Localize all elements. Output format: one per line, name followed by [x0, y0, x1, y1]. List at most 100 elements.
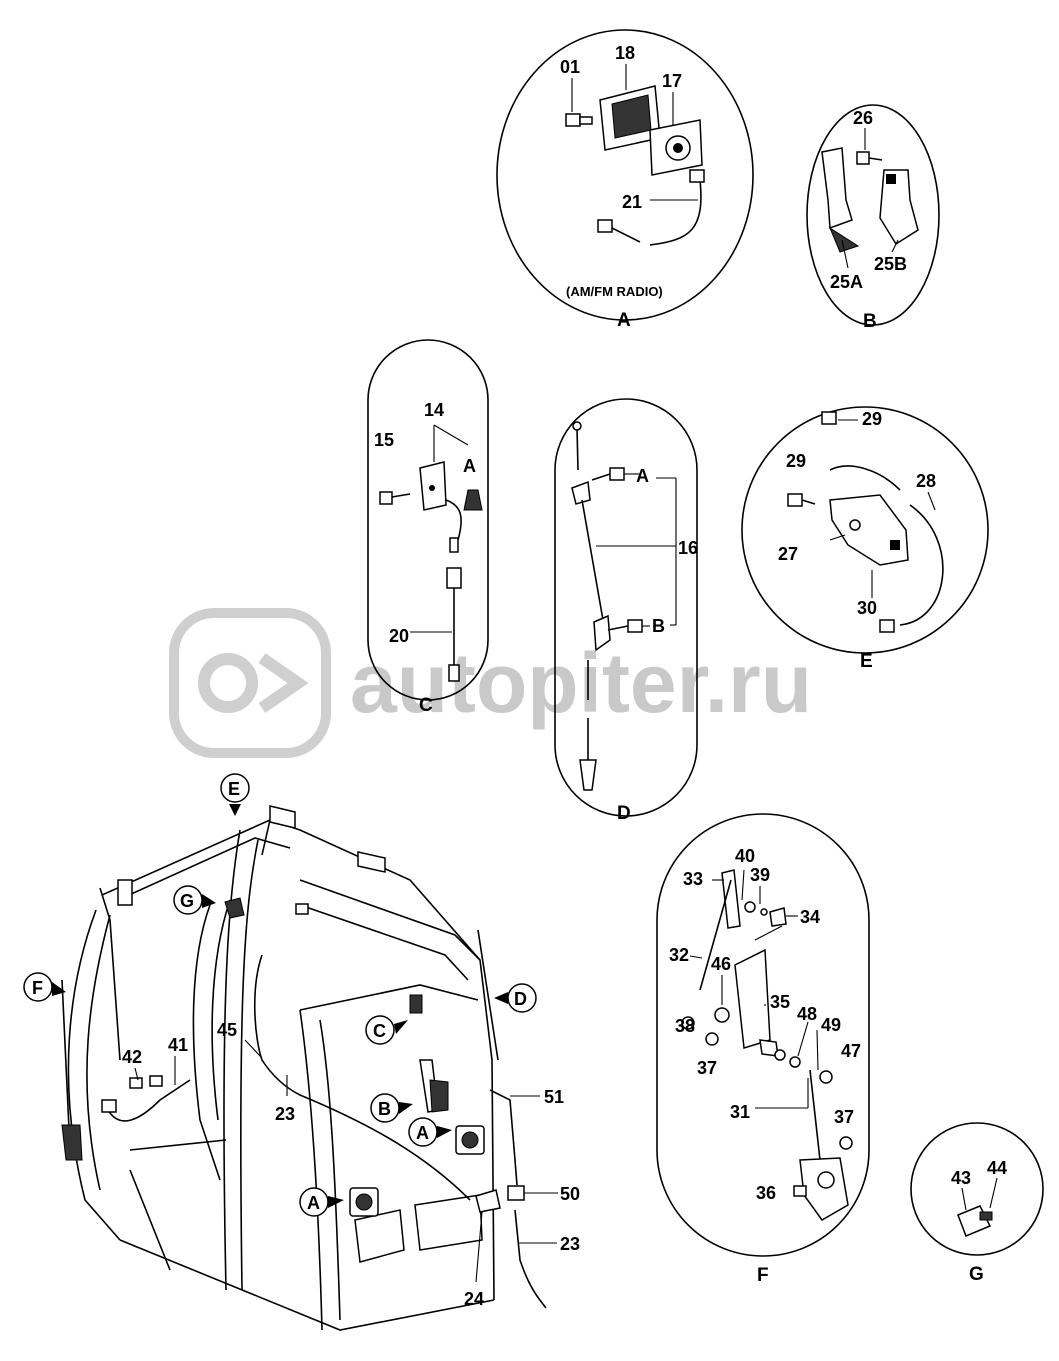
- svg-text:F: F: [32, 978, 43, 998]
- harness-wire: [107, 1079, 191, 1122]
- detail-d: A 16 B D: [554, 398, 698, 824]
- detail-b-outline: [806, 104, 940, 326]
- washer-hose: [489, 1089, 518, 1186]
- part-number: 15: [374, 430, 394, 450]
- part-number: 27: [778, 544, 798, 564]
- part-number: 26: [853, 108, 873, 128]
- cap-icon: [769, 907, 787, 927]
- connector-icon: [149, 1075, 163, 1087]
- part-number: 41: [168, 1035, 188, 1055]
- watermark-logo-arrow: [258, 653, 309, 713]
- part-number: 28: [916, 471, 936, 491]
- watermark-text: autopiter.ru: [350, 636, 812, 730]
- joint-icon: [507, 1185, 525, 1201]
- part-number: 21: [622, 192, 642, 212]
- part-number: 20: [389, 626, 409, 646]
- part-number: 14: [424, 400, 444, 420]
- cover-icon: [734, 948, 771, 1049]
- part-number: 30: [857, 598, 877, 618]
- svg-text:A: A: [307, 1193, 320, 1213]
- part-number: 18: [615, 43, 635, 63]
- part-number: 45: [217, 1020, 237, 1040]
- speaker-icon: [455, 1125, 485, 1155]
- connector-icon: [689, 169, 705, 183]
- nut-icon: [819, 1070, 833, 1084]
- part-number: 24: [464, 1289, 484, 1309]
- callout-b: B: [370, 1093, 413, 1123]
- detail-e-outline: [741, 406, 989, 654]
- detail-g: 43 44 G: [910, 1122, 1044, 1285]
- detail-g-outline: [910, 1122, 1044, 1256]
- watermark-logo-a: [198, 653, 258, 713]
- watermark-logo-box: [169, 608, 331, 758]
- part-number: 40: [735, 846, 755, 866]
- svg-text:D: D: [514, 989, 527, 1009]
- callout-e: E: [220, 773, 250, 816]
- nut-icon: [744, 901, 756, 913]
- watermark: autopiter.ru: [169, 608, 812, 758]
- part-letter: B: [652, 616, 665, 636]
- detail-b: 26 25A 25B B: [806, 104, 940, 332]
- part-number: 23: [275, 1104, 295, 1124]
- callout-a: A: [299, 1187, 344, 1217]
- part-number: 46: [711, 954, 731, 974]
- bolt-icon: [821, 411, 837, 425]
- part-number: 44: [987, 1158, 1007, 1178]
- bracket-icon: [879, 169, 919, 246]
- part-number: 17: [662, 71, 682, 91]
- detail-letter: E: [860, 651, 873, 672]
- part-letter: A: [463, 456, 476, 476]
- speaker-icon: [649, 119, 703, 176]
- part-number: 29: [862, 409, 882, 429]
- bracket-icon: [829, 494, 909, 566]
- detail-letter: D: [617, 803, 631, 824]
- part-number: 01: [560, 57, 580, 77]
- part-number: 37: [834, 1107, 854, 1127]
- part-number: 25A: [830, 272, 863, 292]
- part-number: 43: [951, 1168, 971, 1188]
- plug-icon: [463, 489, 483, 511]
- detail-c: 14 15 A 20 C: [367, 339, 489, 716]
- callout-d: D: [494, 983, 537, 1013]
- antenna-icon: [477, 929, 499, 1061]
- svg-text:B: B: [378, 1099, 391, 1119]
- detail-e: 29 29 28 27 30 E: [741, 406, 989, 672]
- connector-icon: [101, 1099, 117, 1113]
- part-number: 23: [560, 1234, 580, 1254]
- lever-icon: [419, 1059, 449, 1113]
- radio-wire: [649, 179, 702, 246]
- washer-hose: [514, 1209, 547, 1309]
- part-number: 37: [697, 1058, 717, 1078]
- connector-icon: [129, 1077, 143, 1089]
- bolt-icon: [379, 491, 411, 505]
- part-number: 25B: [874, 254, 907, 274]
- detail-c-outline: [367, 339, 489, 701]
- bolt-icon: [787, 493, 816, 507]
- part-number: 51: [544, 1087, 564, 1107]
- part-number: 16: [678, 538, 698, 558]
- bolt-icon: [607, 619, 643, 633]
- callout-f: F: [23, 972, 66, 1002]
- cab-assembly: E G F D C B A: [23, 773, 580, 1331]
- part-number: 39: [750, 865, 770, 885]
- part-number: 48: [797, 1004, 817, 1024]
- bracket-icon: [295, 903, 309, 915]
- callout-a: A: [408, 1117, 452, 1147]
- harness-wire: [899, 504, 944, 626]
- clamp-icon: [409, 994, 423, 1014]
- part-number: 35: [770, 992, 790, 1012]
- detail-letter: B: [863, 311, 877, 332]
- part-number: 42: [122, 1047, 142, 1067]
- bushing-icon: [714, 1007, 730, 1023]
- svg-text:E: E: [228, 779, 240, 799]
- nut-icon: [839, 1136, 853, 1150]
- speaker-icon: [349, 1187, 379, 1217]
- bolt-icon: [565, 113, 593, 127]
- detail-letter: A: [617, 310, 631, 331]
- bolt-icon: [856, 151, 883, 165]
- part-number: 34: [800, 907, 820, 927]
- detail-a: 01 18 17 21 (AM/FM RADIO) A: [496, 29, 754, 331]
- svg-text:C: C: [373, 1021, 386, 1041]
- svg-text:G: G: [180, 891, 194, 911]
